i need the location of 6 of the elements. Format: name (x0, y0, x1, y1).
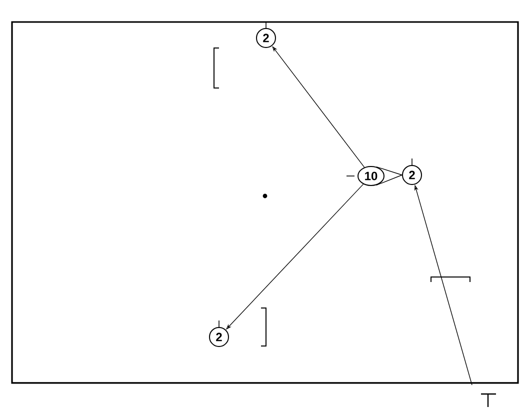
connector-line (376, 166, 402, 176)
callout-balloon: 10 (346, 166, 384, 186)
callout-balloon: 2 (256, 21, 276, 48)
callout-balloon: 2 (209, 320, 229, 347)
connector-line (376, 174, 402, 186)
callout-balloon: 2 (402, 158, 422, 185)
